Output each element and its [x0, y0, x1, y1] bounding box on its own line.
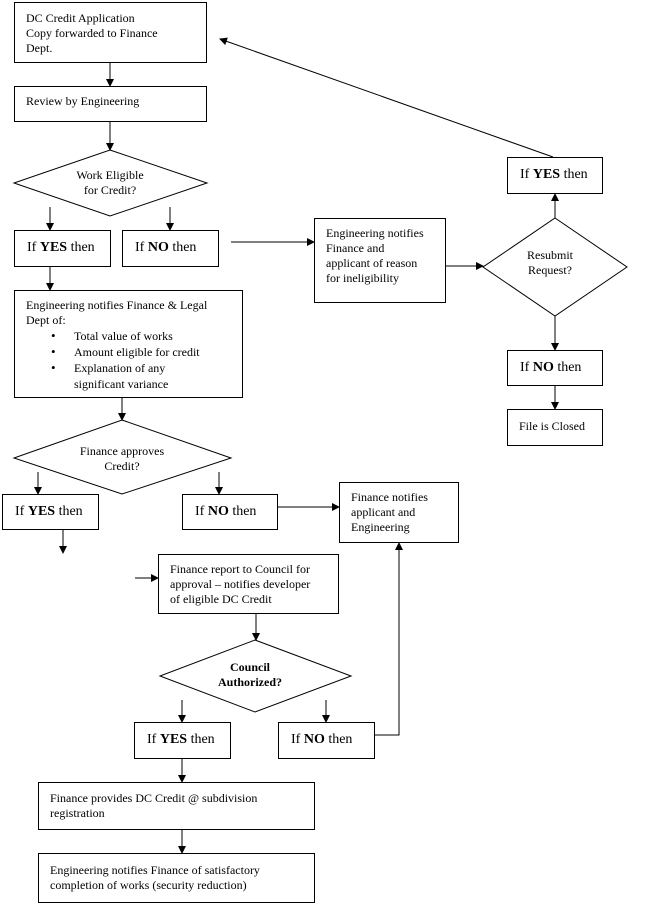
branch-resubmit-yes-text: If YES then [520, 167, 588, 182]
box-dc-application-line-3: Dept. [26, 41, 53, 55]
branch-if-word: If [147, 732, 157, 747]
branch-resubmit-no: If NO then [507, 350, 603, 386]
branch-finance-no-text: If NO then [195, 504, 256, 519]
arrow-resubmit-yes-to-application [219, 37, 554, 158]
decision-finance-approves-shape [12, 419, 233, 495]
box-notify-finance-legal-list: Total value of works Amount eligible for… [51, 328, 200, 376]
branch-then-word: then [557, 360, 582, 375]
branch-yes-word: YES [39, 240, 68, 255]
branch-then-word: then [190, 732, 215, 747]
branch-resubmit-no-text: If NO then [520, 360, 581, 375]
branch-if-word: If [15, 504, 25, 519]
branch-no-word: NO [532, 360, 554, 375]
decision-council-authorized-shape [158, 639, 353, 713]
branch-if-word: If [291, 732, 301, 747]
box-notify-finance-legal: Engineering notifies Finance & Legal Dep… [14, 290, 243, 398]
branch-council-yes: If YES then [134, 722, 231, 759]
box-finance-notifies-line-1: Finance notifies [351, 490, 428, 504]
branch-yes-word: YES [159, 732, 188, 747]
decision-work-eligible-shape [12, 149, 209, 217]
box-dc-application-line-2: Copy forwarded to Finance [26, 26, 158, 40]
decision-council-authorized-line-1: Council [229, 660, 270, 674]
decision-finance-approves-line-2: Credit? [104, 459, 140, 473]
box-finance-report-line-1: Finance report to Council for [170, 562, 310, 576]
box-notify-ineligibility-line-1: Engineering notifies [326, 226, 424, 240]
box-dc-application-line-1: DC Credit Application [26, 11, 135, 25]
list-item-continuation: significant variance [74, 377, 169, 391]
box-finance-provides: Finance provides DC Credit @ subdivision… [38, 782, 315, 830]
branch-yes-word: YES [532, 167, 561, 182]
branch-finance-yes-text: If YES then [15, 504, 83, 519]
branch-no-word: NO [147, 240, 169, 255]
decision-resubmit-line-2: Request? [528, 263, 572, 277]
branch-if-word: If [520, 167, 530, 182]
box-engineering-completion-line-2: completion of works (security reduction) [50, 878, 247, 892]
decision-work-eligible-line-1: Work Eligible [76, 168, 144, 182]
box-finance-notifies-line-2: applicant and [351, 505, 416, 519]
box-finance-provides-line-1: Finance provides DC Credit @ subdivision [50, 791, 258, 805]
branch-eligible-no: If NO then [122, 230, 219, 267]
box-finance-notifies-line-3: Engineering [351, 520, 410, 534]
branch-if-word: If [195, 504, 205, 519]
branch-council-no: If NO then [278, 722, 375, 759]
box-notify-ineligibility: Engineering notifies Finance and applica… [314, 218, 446, 303]
box-notify-finance-legal-line-2: Dept of: [26, 313, 66, 327]
box-engineering-completion-line-1: Engineering notifies Finance of satisfac… [50, 863, 260, 877]
branch-eligible-yes-text: If YES then [27, 240, 95, 255]
branch-then-word: then [172, 240, 197, 255]
decision-finance-approves-line-1: Finance approves [79, 444, 165, 458]
branch-council-yes-text: If YES then [147, 732, 215, 747]
box-finance-report-line-2: approval – notifies developer [170, 577, 311, 591]
branch-if-word: If [135, 240, 145, 255]
branch-then-word: then [70, 240, 95, 255]
branch-eligible-yes: If YES then [14, 230, 111, 267]
box-notify-ineligibility-line-2: Finance and [326, 241, 385, 255]
decision-resubmit-label: Resubmit Request? [505, 248, 595, 278]
box-notify-ineligibility-line-3: applicant of reason [326, 256, 418, 270]
branch-then-word: then [58, 504, 83, 519]
decision-work-eligible-line-2: for Credit? [83, 183, 137, 197]
branch-if-word: If [27, 240, 37, 255]
box-finance-report-line-3: of eligible DC Credit [170, 592, 272, 606]
branch-then-word: then [563, 167, 588, 182]
box-dc-application: DC Credit Application Copy forwarded to … [14, 2, 207, 63]
branch-yes-word: YES [27, 504, 56, 519]
list-item: Amount eligible for credit [51, 344, 200, 360]
box-notify-finance-legal-line-1: Engineering notifies Finance & Legal [26, 298, 208, 312]
box-finance-provides-line-2: registration [50, 806, 105, 820]
branch-eligible-no-text: If NO then [135, 240, 196, 255]
list-item: Total value of works [51, 328, 200, 344]
box-finance-notifies: Finance notifies applicant and Engineeri… [339, 482, 459, 543]
box-review-engineering-text: Review by Engineering [26, 94, 140, 108]
box-review-engineering: Review by Engineering [14, 86, 207, 122]
box-engineering-completion: Engineering notifies Finance of satisfac… [38, 853, 315, 903]
branch-resubmit-yes: If YES then [507, 157, 603, 194]
decision-resubmit-line-1: Resubmit [526, 248, 573, 262]
decision-work-eligible-label: Work Eligible for Credit? [50, 168, 170, 198]
list-item: Explanation of any [51, 360, 200, 376]
decision-finance-approves-label: Finance approves Credit? [62, 444, 182, 474]
decision-council-authorized-line-2: Authorized? [218, 675, 282, 689]
branch-finance-no: If NO then [182, 494, 278, 530]
box-file-closed: File is Closed [507, 409, 603, 446]
branch-no-word: NO [303, 732, 325, 747]
box-notify-ineligibility-line-4: for ineligibility [326, 271, 399, 285]
arrow-council-no-to-notifies [375, 542, 403, 736]
branch-finance-yes: If YES then [2, 494, 99, 530]
decision-council-authorized-label: Council Authorized? [200, 660, 300, 690]
box-file-closed-text: File is Closed [519, 419, 586, 433]
branch-council-no-text: If NO then [291, 732, 352, 747]
branch-then-word: then [232, 504, 257, 519]
branch-no-word: NO [207, 504, 229, 519]
branch-then-word: then [328, 732, 353, 747]
branch-if-word: If [520, 360, 530, 375]
box-finance-report: Finance report to Council for approval –… [158, 554, 339, 614]
